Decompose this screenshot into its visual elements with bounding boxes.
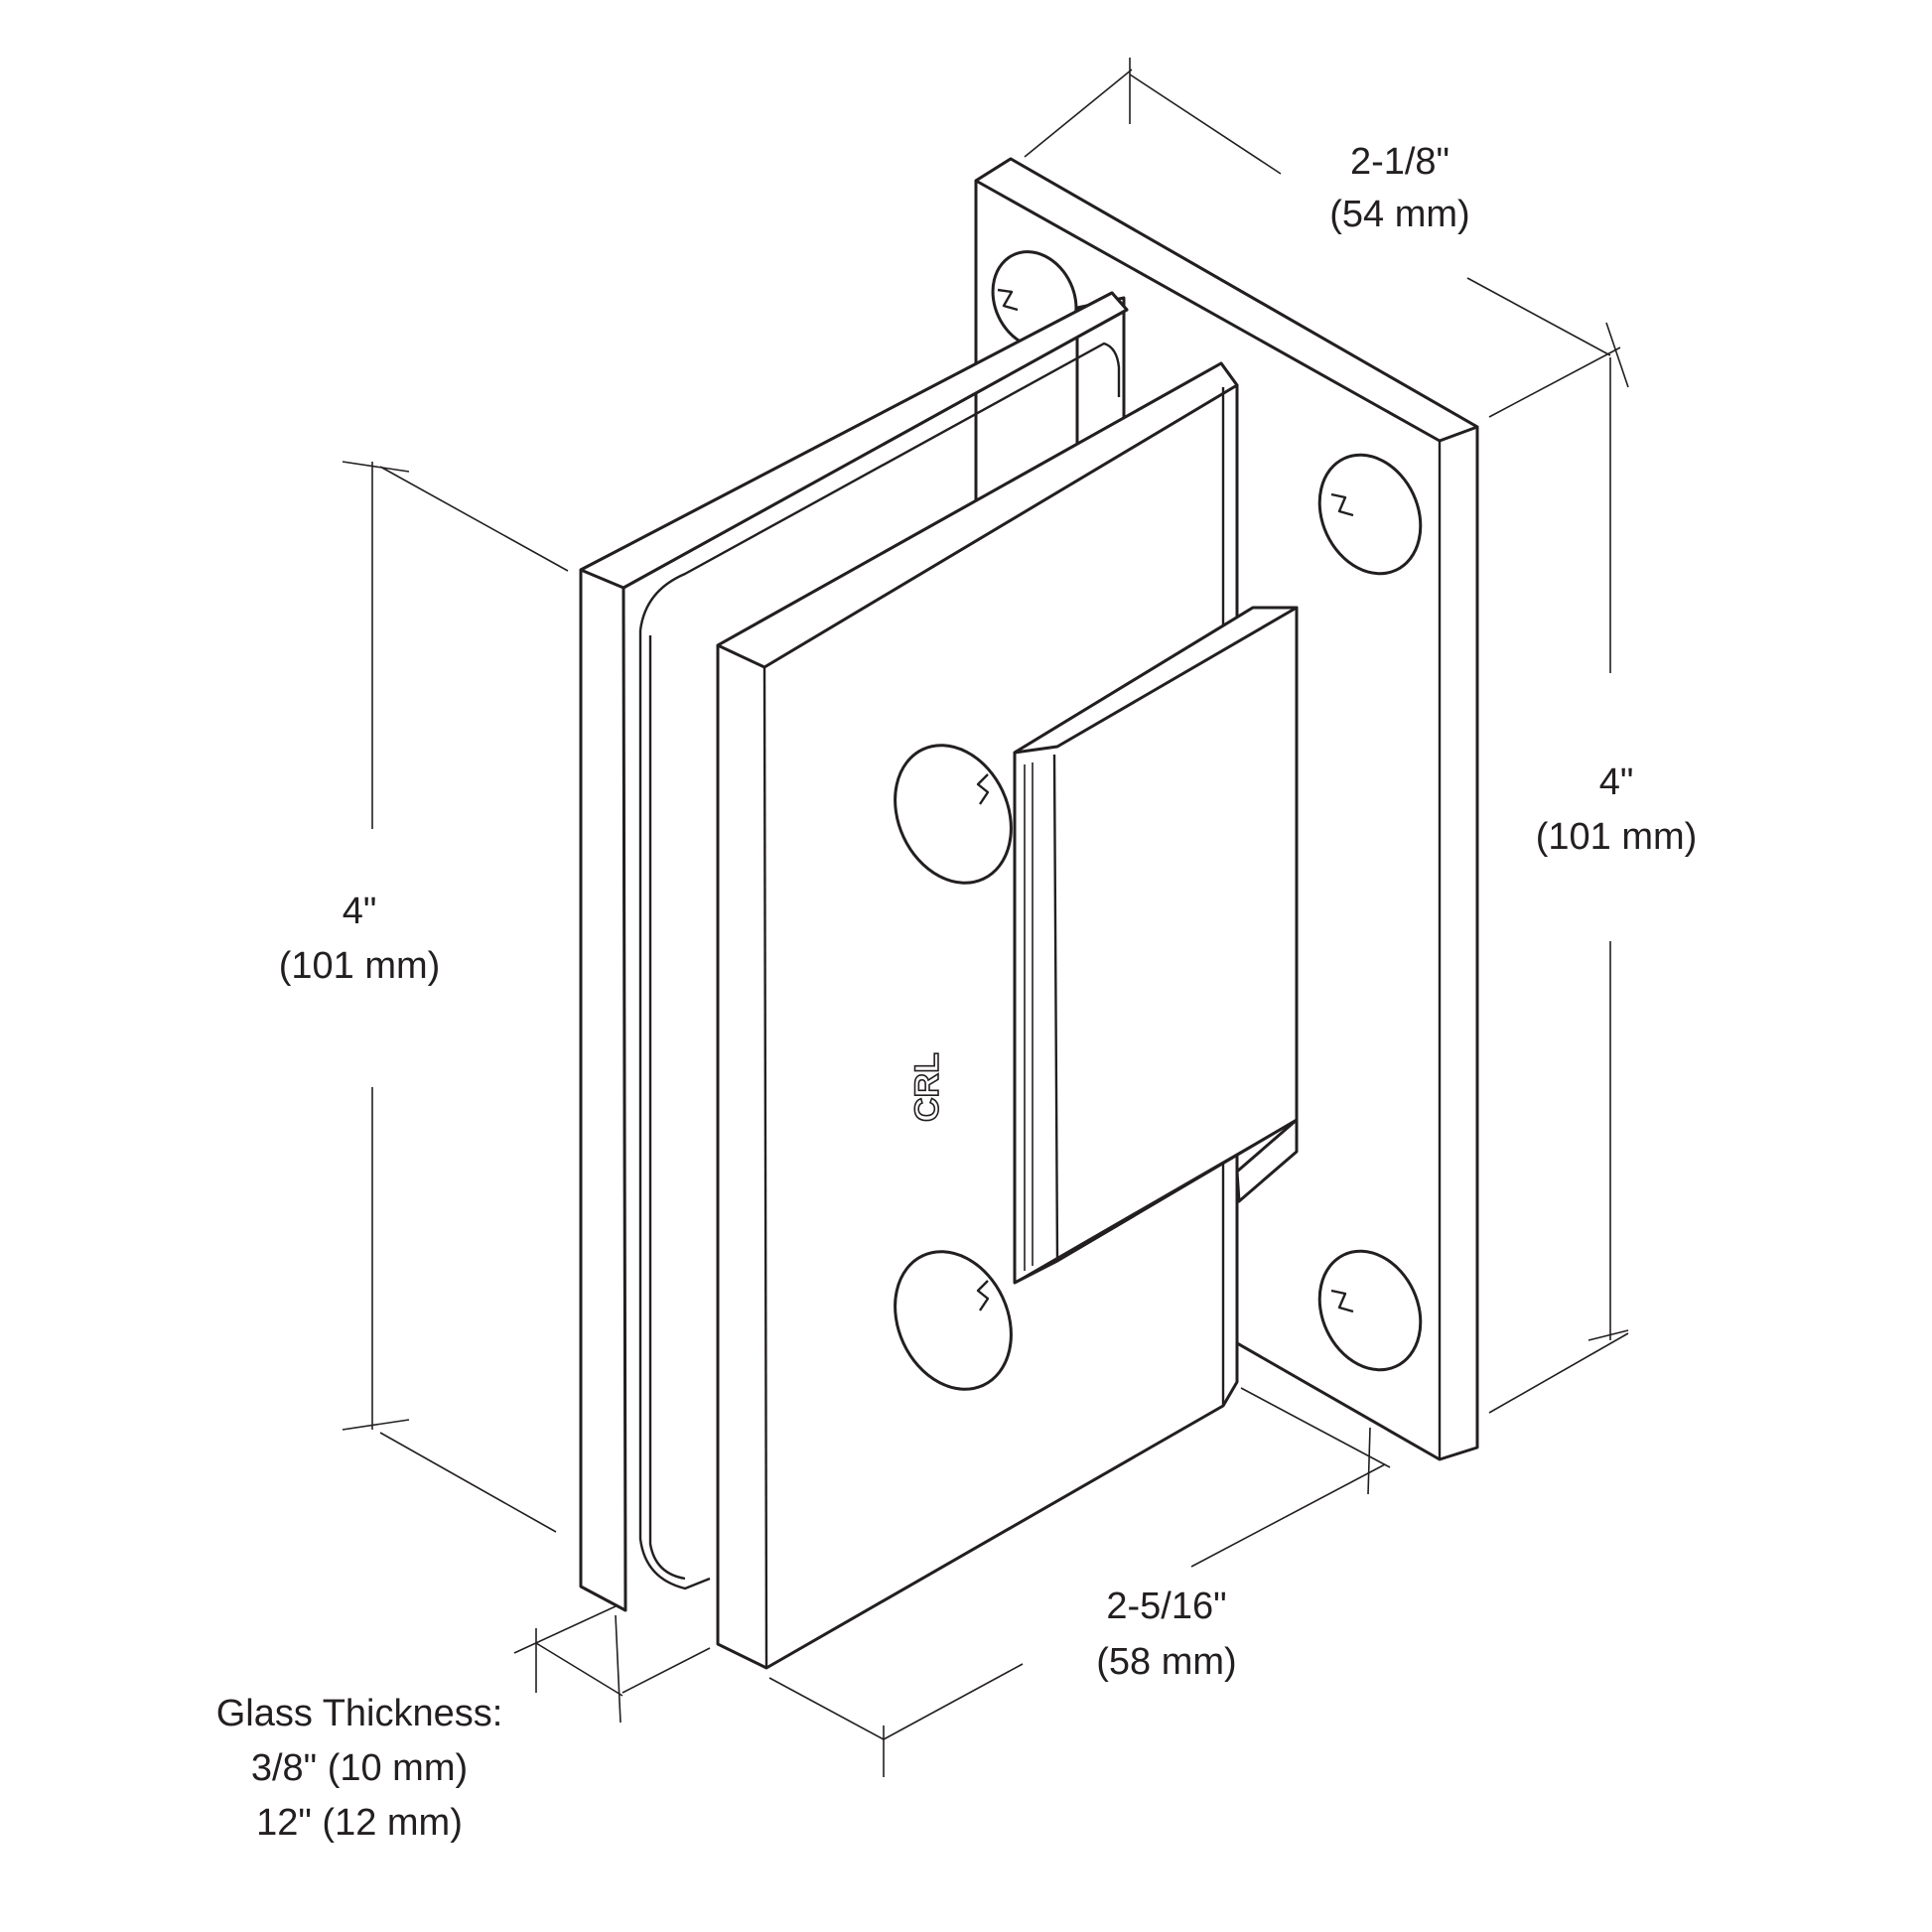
dim-bottom-depth-metric: (58 mm) — [1096, 1641, 1236, 1683]
hinge-body — [1013, 606, 1299, 1285]
front-clamp-plate: CRL — [716, 361, 1239, 1670]
dim-right-height: 4" (101 mm) — [1488, 357, 1698, 1414]
glass-thickness-option-1: 3/8" (10 mm) — [251, 1747, 468, 1789]
dim-top-width-metric: (54 mm) — [1329, 194, 1469, 235]
clamp-hole — [894, 1250, 1013, 1391]
dim-left-height: 4" (101 mm) — [279, 461, 569, 1533]
crl-logo: CRL — [908, 1052, 946, 1122]
dim-glass-thickness — [513, 1605, 711, 1724]
dim-right-height-imperial: 4" — [1599, 761, 1634, 803]
dim-top-width-imperial: 2-1/8" — [1350, 141, 1449, 183]
dim-left-height-metric: (101 mm) — [279, 945, 441, 987]
clamp-hole — [894, 744, 1013, 885]
mount-hole — [1317, 1249, 1423, 1372]
dim-left-height-imperial: 4" — [343, 891, 377, 932]
dim-bottom-depth: 2-5/16" (58 mm) — [768, 1387, 1391, 1777]
mount-hole — [1317, 453, 1423, 576]
dim-top-width: 2-1/8" (54 mm) — [1024, 58, 1629, 418]
dim-right-height-metric: (101 mm) — [1536, 816, 1698, 858]
glass-thickness-option-2: 12" (12 mm) — [256, 1802, 463, 1844]
glass-thickness-heading: Glass Thickness: — [216, 1693, 503, 1734]
dim-bottom-depth-imperial: 2-5/16" — [1106, 1586, 1226, 1627]
glass-thickness-caption: Glass Thickness: 3/8" (10 mm) 12" (12 mm… — [216, 1693, 503, 1844]
